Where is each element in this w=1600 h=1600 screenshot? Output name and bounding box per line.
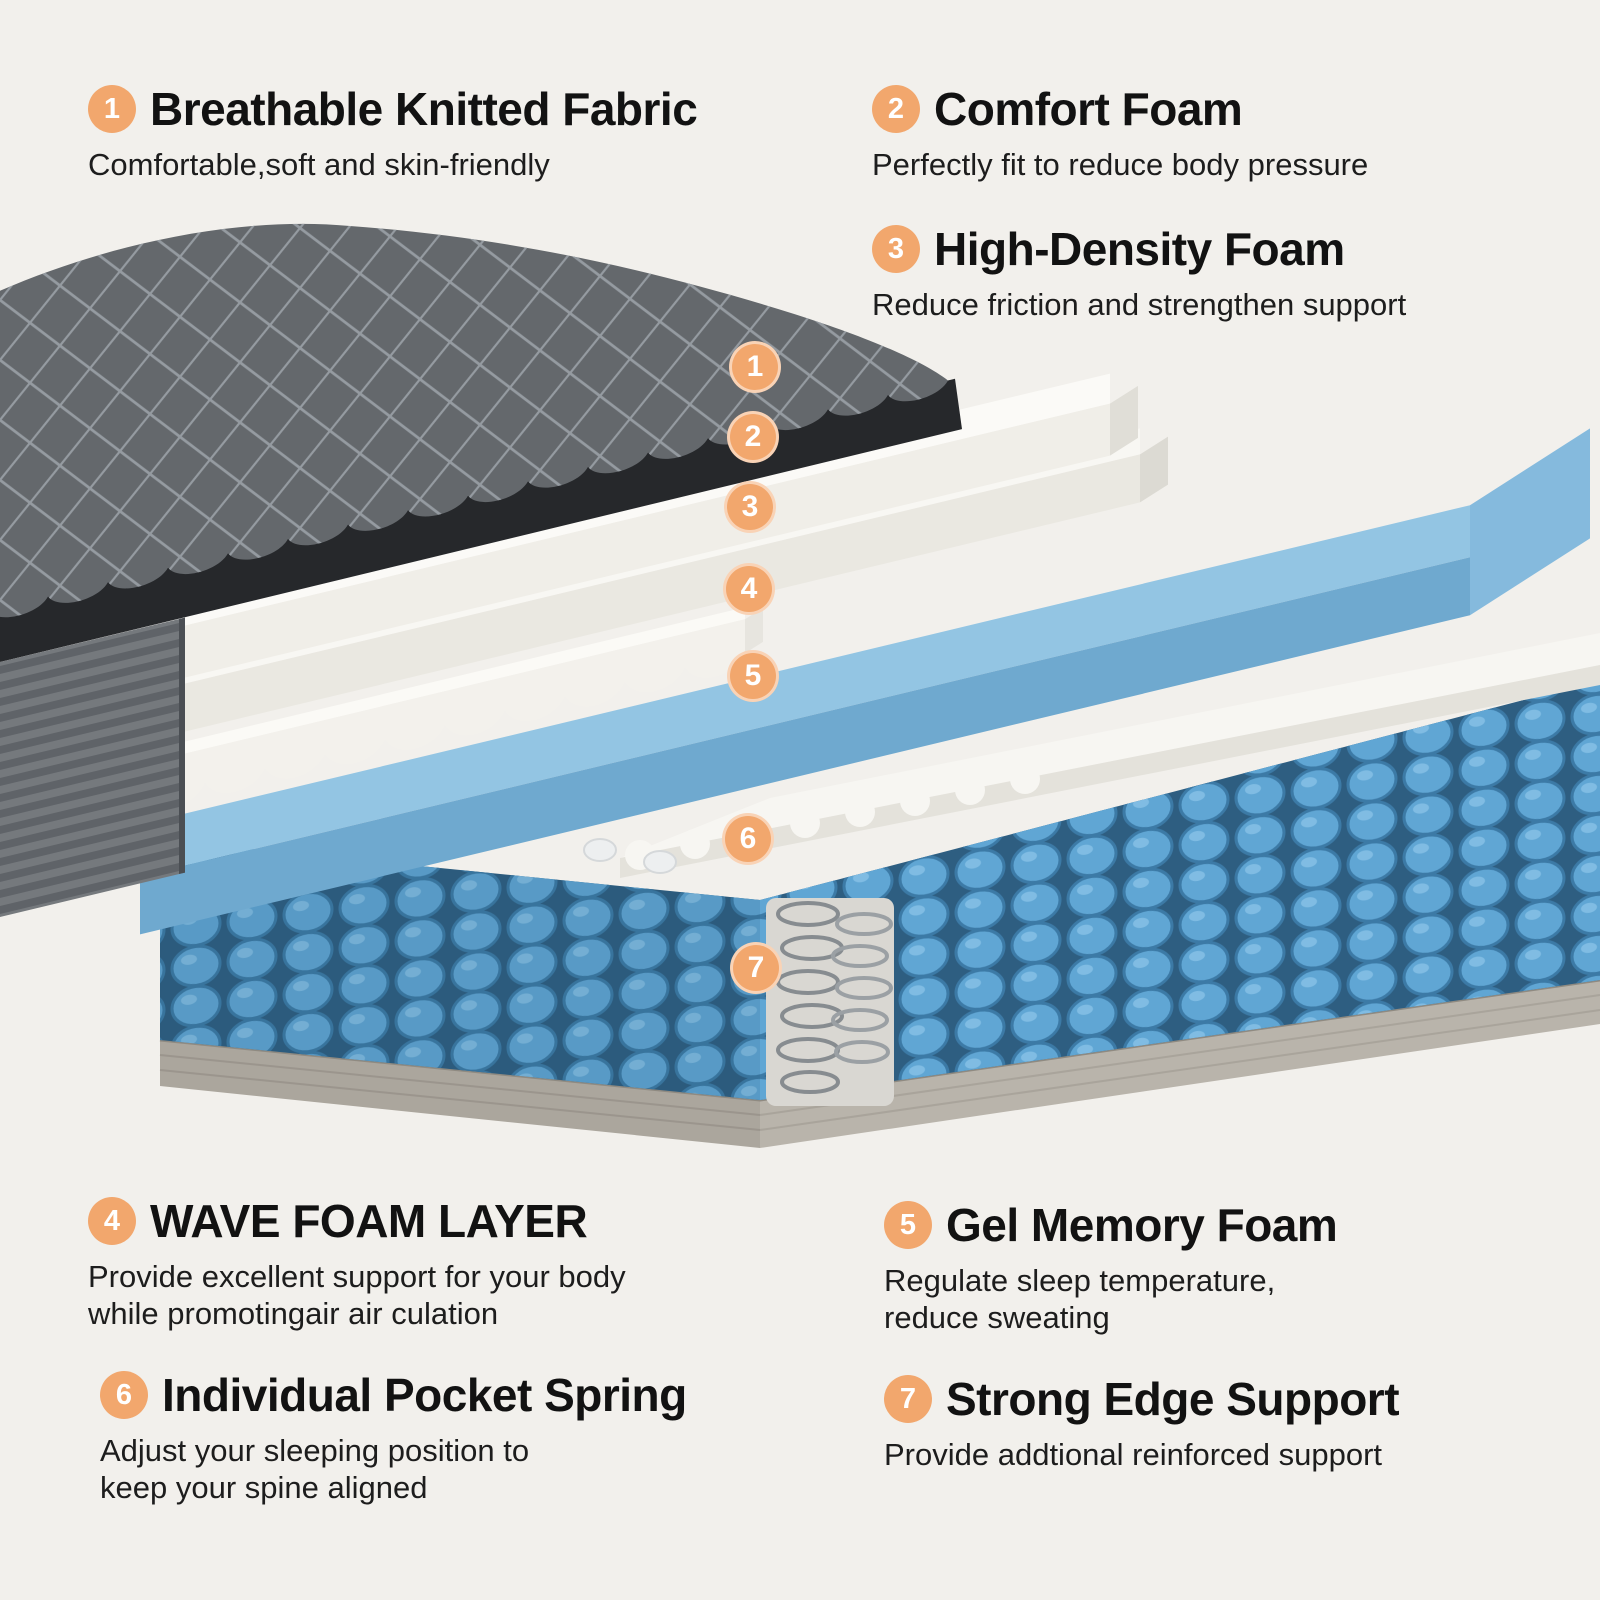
callout-7-description: Provide addtional reinforced support (884, 1437, 1383, 1472)
callout-7-title: Strong Edge Support (946, 1373, 1400, 1425)
quilt-edge-band (0, 378, 962, 667)
callout-high-density-foam: 3 High-Density Foam Reduce friction and … (872, 222, 1562, 323)
wave-foam-layer (150, 607, 763, 807)
diagram-marker-7: 7 (730, 942, 782, 994)
gel-memory-foam-layer (140, 428, 1590, 935)
edge-coil-springs (766, 898, 894, 1106)
callout-5-number-badge: 5 (884, 1201, 932, 1249)
callout-1-title: Breathable Knitted Fabric (150, 83, 698, 135)
callout-3-description: Reduce friction and strengthen support (872, 287, 1407, 322)
mattress-side-panel (0, 617, 185, 922)
callout-gel-memory-foam: 5 Gel Memory Foam Regulate sleep tempera… (884, 1198, 1544, 1336)
callout-3-number-badge: 3 (872, 225, 920, 273)
callout-breathable-knitted-fabric: 1 Breathable Knitted Fabric Comfortable,… (88, 82, 808, 183)
mattress-illustration (0, 223, 1600, 1148)
callout-5-description-line1: Regulate sleep temperature, (884, 1263, 1276, 1298)
callout-5-description-line2: reduce sweating (884, 1300, 1110, 1335)
callout-comfort-foam: 2 Comfort Foam Perfectly fit to reduce b… (872, 82, 1532, 183)
callout-3-title: High-Density Foam (934, 223, 1345, 275)
callout-6-description-line1: Adjust your sleeping position to (100, 1433, 530, 1468)
callout-1-number-badge: 1 (88, 85, 136, 133)
callout-6-title: Individual Pocket Spring (162, 1369, 687, 1421)
diagram-marker-1: 1 (729, 341, 781, 393)
callout-6-description-line2: keep your spine aligned (100, 1470, 428, 1505)
callout-2-description: Perfectly fit to reduce body pressure (872, 147, 1369, 182)
diagram-marker-2: 2 (727, 411, 779, 463)
callout-strong-edge-support: 7 Strong Edge Support Provide addtional … (884, 1372, 1574, 1473)
callout-individual-pocket-spring: 6 Individual Pocket Spring Adjust your s… (100, 1368, 830, 1506)
callout-wave-foam-layer: 4 WAVE FOAM LAYER Provide excellent supp… (88, 1194, 818, 1332)
callout-2-number-badge: 2 (872, 85, 920, 133)
quilt-fabric-layer (0, 223, 948, 618)
diagram-marker-4: 4 (723, 563, 775, 615)
callout-5-title: Gel Memory Foam (946, 1199, 1338, 1251)
diagram-marker-3: 3 (724, 481, 776, 533)
callout-6-number-badge: 6 (100, 1371, 148, 1419)
callout-2-title: Comfort Foam (934, 83, 1243, 135)
callout-7-number-badge: 7 (884, 1375, 932, 1423)
callout-1-description: Comfortable,soft and skin-friendly (88, 147, 550, 182)
callout-4-title: WAVE FOAM LAYER (150, 1195, 588, 1247)
diagram-marker-5: 5 (727, 650, 779, 702)
pocket-spring-layer (160, 680, 1600, 1100)
callout-4-number-badge: 4 (88, 1197, 136, 1245)
diagram-marker-6: 6 (722, 813, 774, 865)
callout-4-description-line1: Provide excellent support for your body (88, 1259, 626, 1294)
callout-4-description-line2: while promotingair air culation (88, 1296, 499, 1331)
